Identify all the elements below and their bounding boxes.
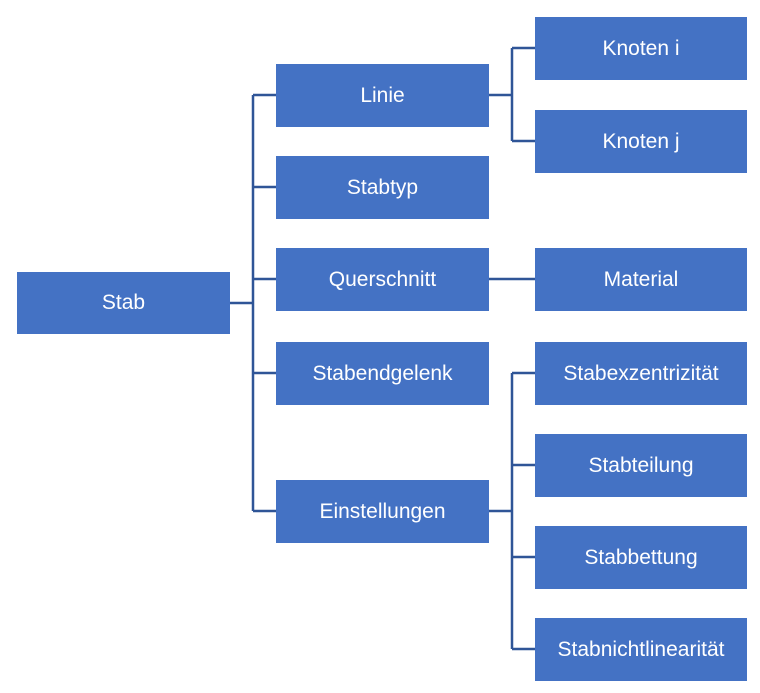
node-einstellungen-label: Einstellungen	[319, 499, 446, 523]
node-stabnichtlinearitaet-label: Stabnichtlinearität	[557, 637, 725, 661]
node-material-label: Material	[603, 267, 679, 291]
node-material: Material	[535, 248, 747, 311]
node-stabteilung-label: Stabteilung	[588, 453, 694, 477]
node-querschnitt-label: Querschnitt	[328, 267, 437, 291]
node-stabendgelenk: Stabendgelenk	[276, 342, 489, 405]
node-stab: Stab	[17, 272, 230, 334]
node-querschnitt: Querschnitt	[276, 248, 489, 311]
node-stabexzentrizitaet: Stabexzentrizität	[535, 342, 747, 405]
node-stab-label: Stab	[101, 291, 146, 314]
node-knoten-j: Knoten j	[535, 110, 747, 173]
node-stabbettung: Stabbettung	[535, 526, 747, 589]
node-knoten-i-label: Knoten i	[602, 36, 680, 60]
node-stabteilung: Stabteilung	[535, 434, 747, 497]
node-knoten-i: Knoten i	[535, 17, 747, 80]
node-linie-label: Linie	[360, 83, 405, 107]
node-linie: Linie	[276, 64, 489, 127]
node-einstellungen: Einstellungen	[276, 480, 489, 543]
node-stabbettung-label: Stabbettung	[584, 545, 698, 569]
node-stabtyp-label: Stabtyp	[346, 175, 419, 199]
node-knoten-j-label: Knoten j	[602, 129, 680, 153]
node-stabexzentrizitaet-label: Stabexzentrizität	[563, 361, 719, 385]
node-stabtyp: Stabtyp	[276, 156, 489, 219]
node-stabendgelenk-label: Stabendgelenk	[312, 361, 453, 385]
node-stabnichtlinearitaet: Stabnichtlinearität	[535, 618, 747, 681]
